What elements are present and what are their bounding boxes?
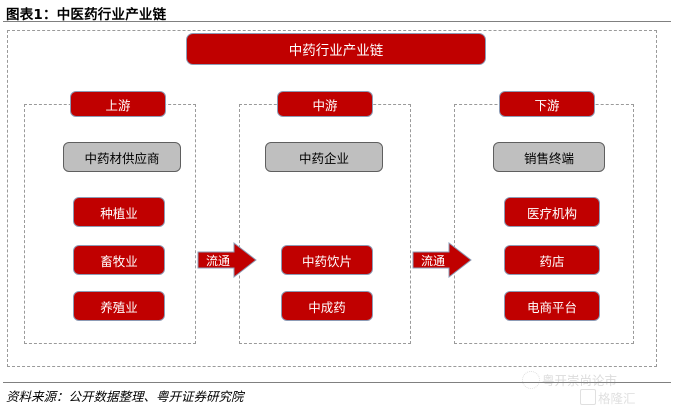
flow-arrow-label-1: 流通 (205, 253, 230, 268)
flow-arrow-midstream-to-downstream: 流通 (411, 241, 473, 279)
chain-outer-frame (7, 30, 657, 367)
footer-divider (3, 382, 671, 383)
role-box-midstream: 中药企业 (265, 142, 383, 172)
node-upstream-2: 畜牧业 (73, 245, 165, 275)
section-header-upstream: 上游 (70, 91, 166, 117)
node-downstream-1: 医疗机构 (504, 197, 600, 227)
right-arrow-icon (197, 241, 257, 279)
section-header-downstream: 下游 (499, 91, 595, 117)
flow-arrow-label-2: 流通 (420, 253, 445, 268)
title-divider (3, 21, 671, 22)
industry-chain-banner: 中药行业产业链 (186, 33, 486, 65)
page-title: 图表1：中医药行业产业链 (6, 7, 167, 23)
role-box-upstream: 中药材供应商 (63, 142, 181, 172)
node-downstream-2: 药店 (504, 245, 600, 275)
source-note: 资料来源：公开数据整理、粤开证券研究院 (6, 389, 244, 404)
right-arrow-icon (412, 241, 472, 279)
flow-arrow-upstream-to-midstream: 流通 (196, 241, 258, 279)
role-box-downstream: 销售终端 (493, 142, 605, 172)
node-midstream-2: 中成药 (281, 291, 373, 321)
watermark-logo-icon (522, 371, 540, 389)
watermark-brand-text: 格隆汇 (598, 391, 636, 406)
section-header-midstream: 中游 (277, 91, 373, 117)
node-upstream-3: 养殖业 (73, 291, 165, 321)
watermark-text: 粤开崇尚论市 (542, 373, 618, 388)
watermark: 粤开崇尚论市 格隆汇 (520, 368, 670, 412)
node-midstream-1: 中药饮片 (281, 245, 373, 275)
node-downstream-3: 电商平台 (504, 291, 600, 321)
watermark-brand-icon (580, 389, 596, 405)
node-upstream-1: 种植业 (73, 197, 165, 227)
